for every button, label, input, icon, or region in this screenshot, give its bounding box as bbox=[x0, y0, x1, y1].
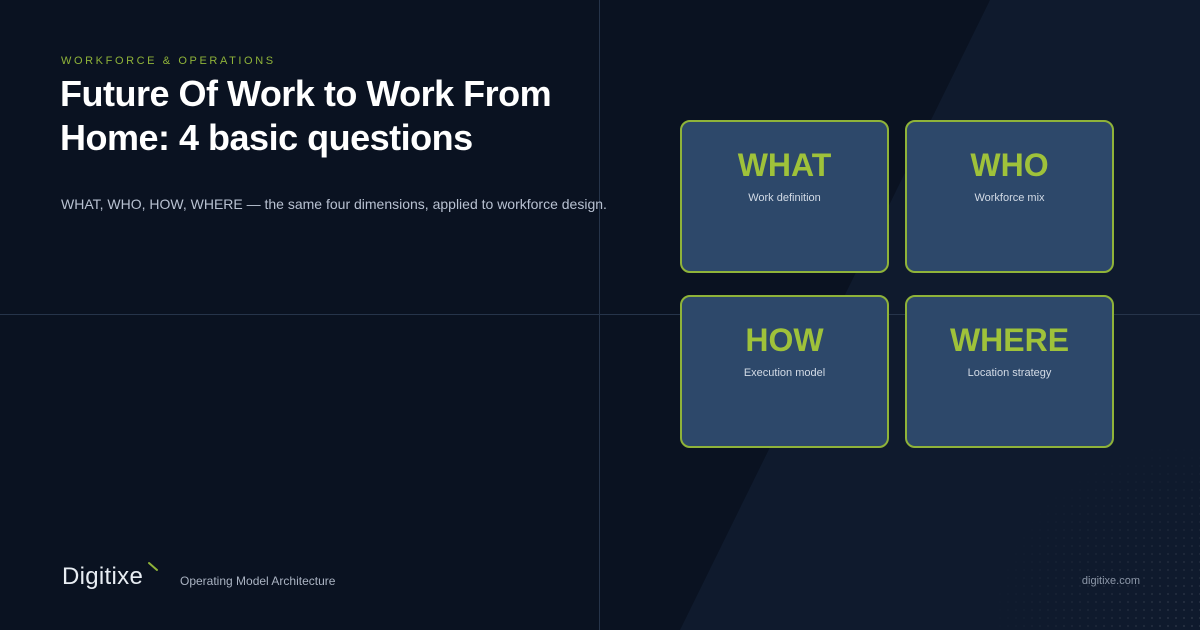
quadrant-word: WHAT bbox=[737, 147, 832, 183]
quadrant-where: WHERE Location strategy bbox=[905, 295, 1114, 448]
brand-x-mark-icon bbox=[148, 562, 158, 571]
dot-texture bbox=[980, 430, 1200, 630]
footer-url: digitixe.com bbox=[1081, 575, 1140, 587]
quadrant-what: WHAT Work definition bbox=[680, 120, 889, 273]
vertical-guide-line bbox=[599, 0, 600, 630]
brand-logo: Digitixe bbox=[62, 560, 162, 596]
quadrant-who: WHO Workforce mix bbox=[905, 120, 1114, 273]
quadrant-description: Workforce mix bbox=[974, 192, 1045, 204]
page-subtitle: WHAT, WHO, HOW, WHERE — the same four di… bbox=[61, 196, 607, 212]
quadrant-how: HOW Execution model bbox=[680, 295, 889, 448]
page-title: Future Of Work to Work From Home: 4 basi… bbox=[60, 73, 552, 158]
horizontal-guide-line bbox=[0, 314, 1200, 315]
quadrant-word: WHO bbox=[970, 147, 1049, 183]
quadrant-description: Location strategy bbox=[967, 367, 1052, 379]
quadrant-description: Work definition bbox=[748, 192, 821, 204]
quadrant-word: HOW bbox=[745, 322, 824, 358]
brand-wordmark: Digitixe bbox=[62, 563, 144, 590]
category-label: WORKFORCE & OPERATIONS bbox=[61, 55, 276, 67]
footer-tagline: Operating Model Architecture bbox=[180, 574, 336, 588]
quadrant-description: Execution model bbox=[743, 367, 826, 379]
quadrant-word: WHERE bbox=[949, 322, 1070, 358]
